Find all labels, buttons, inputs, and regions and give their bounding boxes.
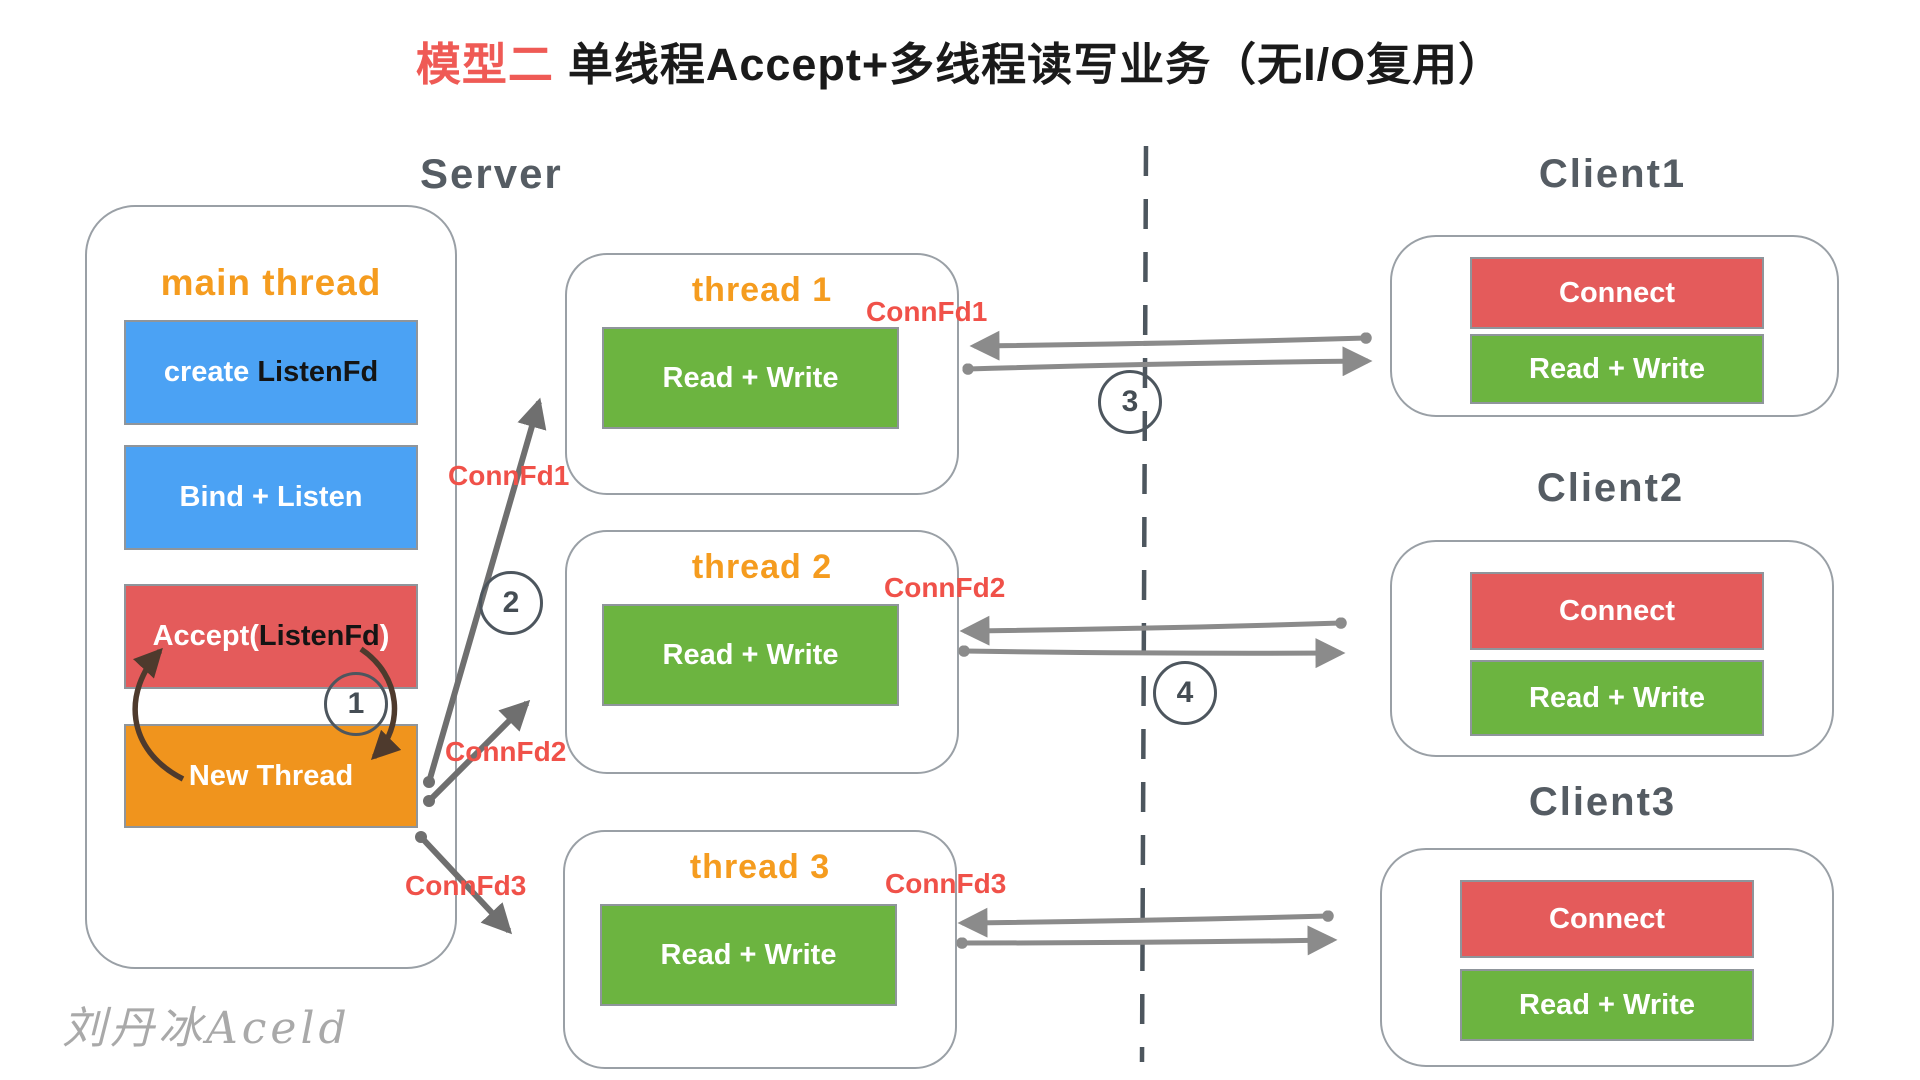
accept-label-close: ) [379, 620, 390, 652]
client3-connect-label: Connect [1549, 902, 1665, 935]
main-thread-container: main thread create ListenFd Bind + Liste… [85, 205, 457, 969]
accept-label-black: ListenFd [258, 620, 380, 652]
thread3-read-write-label: Read + Write [660, 938, 837, 971]
client1-read-write-label: Read + Write [1529, 352, 1705, 385]
connfd1-spawn-label: ConnFd1 [448, 460, 570, 491]
create-listenfd-box: create ListenFd [124, 320, 418, 425]
thread3-container: thread 3 Read + Write [563, 830, 957, 1069]
client1-read-write-box: Read + Write [1470, 334, 1764, 404]
accept-label-white: Accept( [152, 620, 259, 652]
connfd2-spawn-label: ConnFd2 [445, 736, 567, 767]
bind-listen-box: Bind + Listen [124, 445, 418, 550]
thread3-to-client3-arrow-icon [956, 925, 1338, 956]
client2-heading: Client2 [1536, 466, 1685, 510]
client2-read-write-box: Read + Write [1470, 660, 1764, 736]
step-circle-1: 1 [324, 672, 388, 736]
thread2-read-write-box: Read + Write [602, 604, 899, 706]
step-circle-4: 4 [1153, 661, 1217, 725]
create-label-black: ListenFd [257, 356, 379, 388]
client2-connect-label: Connect [1559, 594, 1675, 627]
client1-to-thread1-arrow-icon [969, 330, 1372, 361]
create-label-white: create [163, 356, 258, 388]
thread1-read-write-label: Read + Write [662, 361, 839, 394]
client3-connect-box: Connect [1460, 880, 1754, 958]
thread2-container: thread 2 Read + Write [565, 530, 959, 774]
step-circle-2: 2 [479, 571, 543, 635]
client2-connect-box: Connect [1470, 572, 1764, 650]
thread2-read-write-label: Read + Write [662, 638, 839, 671]
thread2-title: thread 2 [691, 548, 833, 586]
client1-connect-box: Connect [1470, 257, 1764, 329]
client1-connect-label: Connect [1559, 276, 1675, 309]
server-client-separator-dashed-line [1139, 145, 1149, 1063]
connfd2-io-label: ConnFd2 [884, 572, 1006, 603]
accept-listenfd-box: Accept(ListenFd) [124, 584, 418, 689]
client3-heading: Client3 [1528, 780, 1677, 824]
server-heading: Server [420, 150, 563, 197]
client3-container: Connect Read + Write [1380, 848, 1834, 1067]
thread3-read-write-box: Read + Write [600, 904, 897, 1006]
bind-label: Bind + Listen [179, 481, 363, 513]
client1-container: Connect Read + Write [1390, 235, 1839, 417]
page-title-text: 单线程Accept+多线程读写业务（无I/O复用） [567, 39, 1505, 90]
watermark-signature: 刘丹冰Aceld [62, 1003, 351, 1054]
client2-container: Connect Read + Write [1390, 540, 1834, 757]
new-thread-box: New Thread [124, 724, 418, 828]
thread2-to-client2-arrow-icon [958, 638, 1346, 669]
client3-read-write-box: Read + Write [1460, 969, 1754, 1041]
client1-heading: Client1 [1538, 152, 1687, 196]
thread1-container: thread 1 Read + Write [565, 253, 959, 495]
page-title: 模型二单线程Accept+多线程读写业务（无I/O复用） [0, 28, 1920, 93]
client2-read-write-label: Read + Write [1529, 681, 1705, 714]
client3-to-thread3-arrow-icon [957, 907, 1334, 938]
client2-to-thread2-arrow-icon [959, 615, 1347, 646]
thread1-to-client1-arrow-icon [962, 346, 1373, 377]
client3-read-write-label: Read + Write [1519, 988, 1695, 1021]
main-thread-title: main thread [160, 262, 382, 303]
thread3-title: thread 3 [689, 848, 831, 886]
step-circle-3: 3 [1098, 370, 1162, 434]
connfd1-io-label: ConnFd1 [866, 296, 988, 327]
connfd3-io-label: ConnFd3 [885, 868, 1007, 899]
connfd3-spawn-label: ConnFd3 [405, 870, 527, 901]
new-thread-label: New Thread [188, 759, 354, 792]
thread1-read-write-box: Read + Write [602, 327, 899, 429]
page-title-model-tag: 模型二 [415, 39, 554, 90]
thread1-title: thread 1 [691, 271, 833, 309]
